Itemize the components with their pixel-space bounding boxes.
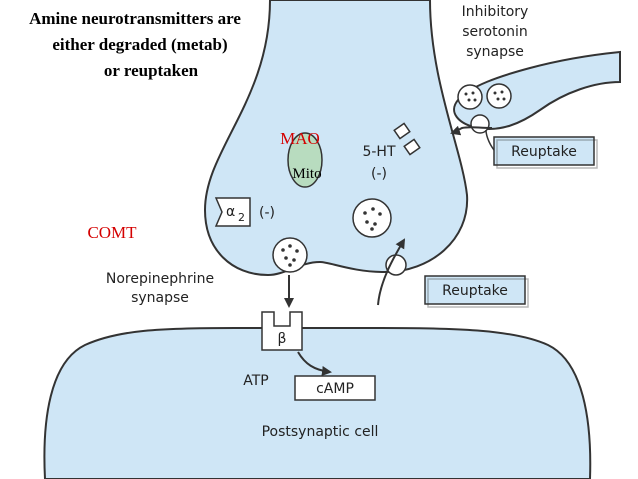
inhibitory-line2: serotonin <box>462 24 528 40</box>
reuptake-box-bottom <box>424 275 529 308</box>
camp-label: cAMP <box>316 381 354 397</box>
postsynaptic-label: Postsynaptic cell <box>262 424 379 440</box>
five-ht-label: 5-HT <box>362 144 395 160</box>
beta-receptor <box>261 311 303 351</box>
reuptake-box-top <box>493 136 598 169</box>
camp-arrow <box>297 351 332 376</box>
comt-label: COMT <box>87 223 137 242</box>
ne-transporter <box>385 254 407 276</box>
atp-label: ATP <box>243 373 268 389</box>
alpha2-receptor <box>214 197 251 227</box>
ne-synapse-line1: Norepinephrine <box>106 271 214 287</box>
inhibitory-line1: Inhibitory <box>462 4 529 20</box>
reuptake-bottom-label: Reuptake <box>442 283 508 299</box>
alpha-subscript: 2 <box>238 211 245 224</box>
postsynaptic-cell <box>43 327 592 479</box>
mitochondrion <box>287 132 323 188</box>
five-ht-sign: (-) <box>371 166 387 182</box>
mito-label: Mito <box>292 166 321 182</box>
ne-synapse-line2: synapse <box>131 290 189 306</box>
five-ht-receptor <box>393 122 421 156</box>
serotonin-reuptake-link <box>485 129 495 151</box>
title-line-3: or reuptaken <box>104 61 199 80</box>
serotonin-vesicles <box>457 83 512 110</box>
title-line-1: Amine neurotransmitters are <box>29 9 241 28</box>
serotonin-reuptake-arrow <box>450 125 493 136</box>
beta-label: β <box>278 331 287 347</box>
alpha-sign: (-) <box>259 205 275 221</box>
alpha-symbol: α <box>226 204 235 220</box>
inhibitory-line3: synapse <box>466 44 524 60</box>
storage-vesicle <box>352 198 392 238</box>
mao-label: MAO <box>280 129 320 148</box>
camp-box <box>294 375 376 401</box>
presynaptic-terminal <box>203 0 469 277</box>
ne-reuptake-arrow <box>377 238 406 306</box>
serotonin-terminal <box>453 50 621 130</box>
title-line-2: either degraded (metab) <box>52 35 227 54</box>
ne-vesicle <box>272 237 308 273</box>
reuptake-top-label: Reuptake <box>511 144 577 160</box>
